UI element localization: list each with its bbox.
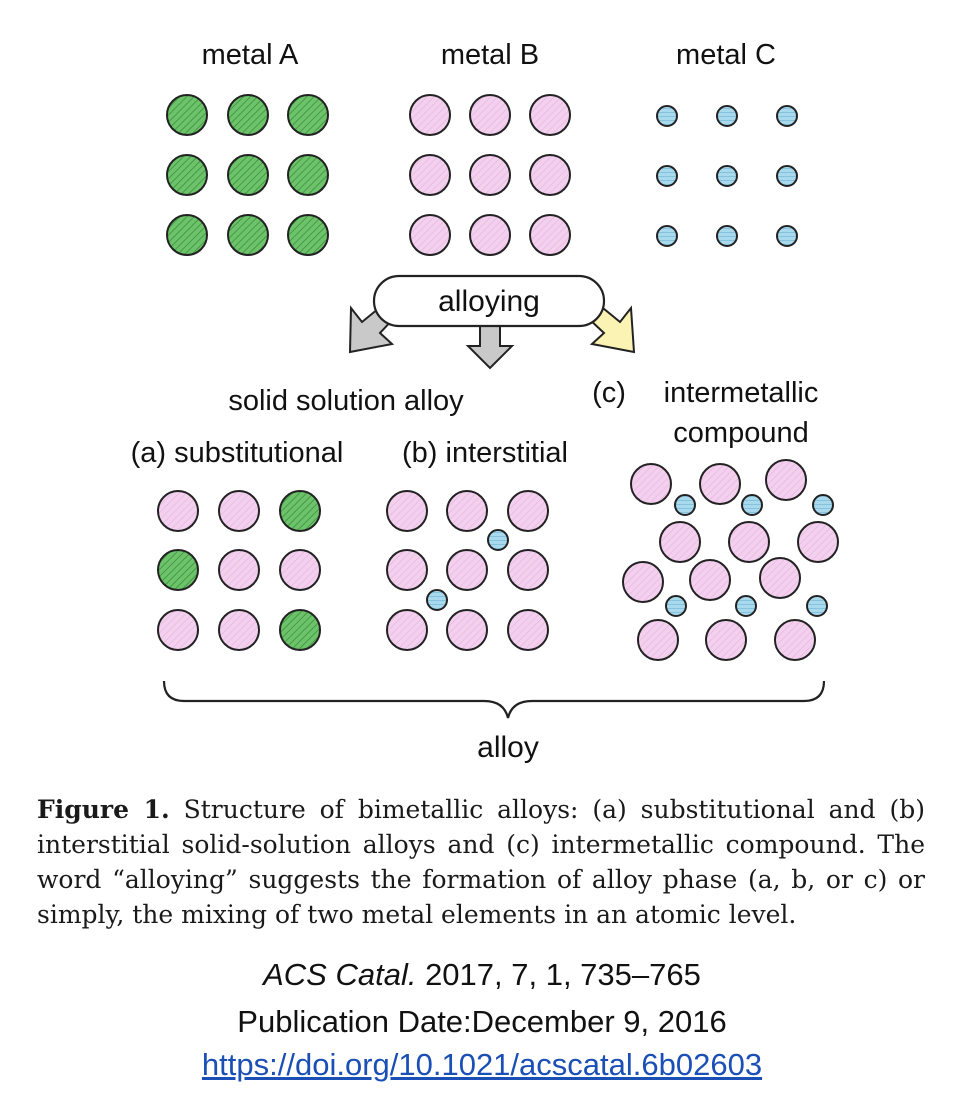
substitutional-lattice: [157, 490, 321, 651]
metal-a-lattice: [166, 94, 329, 256]
metal-c-atom: [776, 105, 798, 127]
metal-a-atom: [166, 214, 208, 256]
alloy-label: alloy: [477, 731, 539, 764]
metal-c-atom: [656, 225, 678, 247]
metal-b-atom: [507, 609, 549, 651]
publication-date: Publication Date:December 9, 2016: [237, 1004, 727, 1039]
metal-b-atom: [699, 463, 741, 505]
metal-c-atom: [674, 494, 696, 516]
alloying-label: alloying: [438, 285, 540, 318]
metal-b-atom: [728, 521, 770, 563]
alloy-structure-figure: metal A metal B metal C alloying solid s…: [131, 39, 839, 764]
metal-a-atom: [227, 94, 269, 136]
metal-b-atom: [529, 94, 571, 136]
metal-b-atom: [157, 609, 199, 651]
metal-b-atom: [386, 490, 428, 532]
metal-a-atom: [287, 94, 329, 136]
metal-b-atom: [759, 557, 801, 599]
journal-name: ACS Catal.: [263, 957, 417, 992]
metal-b-atom: [157, 490, 199, 532]
metal-b-atom: [507, 490, 549, 532]
metal-a-atom: [227, 214, 269, 256]
metal-c-atom: [665, 595, 687, 617]
metal-c-atom: [735, 595, 757, 617]
metal-c-atom: [776, 165, 798, 187]
metal-c-lattice: [656, 105, 798, 247]
intermetallic-tag: (c): [592, 377, 626, 409]
metal-a-atom: [227, 154, 269, 196]
metal-c-atom: [812, 494, 834, 516]
metal-a-atom: [279, 609, 321, 651]
metal-c-atom: [426, 589, 448, 611]
metal-c-atom: [716, 225, 738, 247]
metal-a-atom: [166, 94, 208, 136]
metal-a-atom: [279, 490, 321, 532]
metal-c-label: metal C: [676, 39, 776, 71]
citation-journal: ACS Catal. 2017, 7, 1, 735–765: [0, 957, 964, 993]
metal-c-atom: [487, 529, 509, 551]
metal-b-atom: [659, 521, 701, 563]
metal-b-atom: [469, 154, 511, 196]
metal-b-atom: [622, 561, 664, 603]
metal-c-atom: [656, 105, 678, 127]
metal-b-atom: [409, 154, 451, 196]
metal-b-atom: [386, 549, 428, 591]
solid-solution-label: solid solution alloy: [228, 385, 464, 417]
metal-c-atom: [656, 165, 678, 187]
metal-b-atom: [469, 94, 511, 136]
metal-a-atom: [157, 549, 199, 591]
metal-a-atom: [287, 154, 329, 196]
metal-c-atom: [776, 225, 798, 247]
metal-b-atom: [218, 549, 260, 591]
alloy-brace: [162, 680, 826, 719]
doi-link[interactable]: https://doi.org/10.1021/acscatal.6b02603: [201, 1047, 763, 1082]
metal-b-label: metal B: [441, 39, 539, 71]
intermetallic-lattice: [622, 459, 839, 661]
metal-b-atom: [689, 559, 731, 601]
substitutional-label: (a) substitutional: [131, 437, 344, 469]
metal-b-atom: [765, 459, 807, 501]
metal-c-atom: [806, 595, 828, 617]
metal-c-atom: [716, 165, 738, 187]
intermetallic-label-line1: intermetallic: [664, 377, 819, 409]
metal-b-atom: [446, 490, 488, 532]
interstitial-lattice: [386, 490, 549, 651]
caption-text: Structure of bimetallic alloys: (a) subs…: [37, 795, 925, 929]
metal-b-atom: [409, 214, 451, 256]
metal-b-atom: [218, 609, 260, 651]
alloying-box: [372, 274, 606, 328]
metal-b-atom: [529, 214, 571, 256]
metal-b-atom: [774, 619, 816, 661]
metal-b-atom: [507, 549, 549, 591]
metal-b-atom: [469, 214, 511, 256]
metal-b-atom: [630, 463, 672, 505]
journal-details: 2017, 7, 1, 735–765: [416, 957, 701, 992]
metal-b-atom: [446, 609, 488, 651]
metal-a-atom: [166, 154, 208, 196]
metal-a-label: metal A: [202, 39, 299, 71]
metal-b-atom: [637, 619, 679, 661]
metal-b-atom: [218, 490, 260, 532]
metal-b-atom: [446, 549, 488, 591]
figure-caption: Figure 1. Structure of bimetallic alloys…: [37, 792, 925, 932]
metal-b-atom: [409, 94, 451, 136]
interstitial-label: (b) interstitial: [402, 437, 568, 469]
metal-b-atom: [797, 521, 839, 563]
metal-c-atom: [741, 494, 763, 516]
metal-c-atom: [716, 105, 738, 127]
metal-a-atom: [287, 214, 329, 256]
intermetallic-label-line2: compound: [673, 417, 808, 449]
metal-b-atom: [279, 549, 321, 591]
metal-b-atom: [705, 619, 747, 661]
caption-label: Figure 1.: [37, 795, 170, 824]
metal-b-atom: [529, 154, 571, 196]
metal-b-lattice: [409, 94, 571, 256]
metal-b-atom: [386, 609, 428, 651]
